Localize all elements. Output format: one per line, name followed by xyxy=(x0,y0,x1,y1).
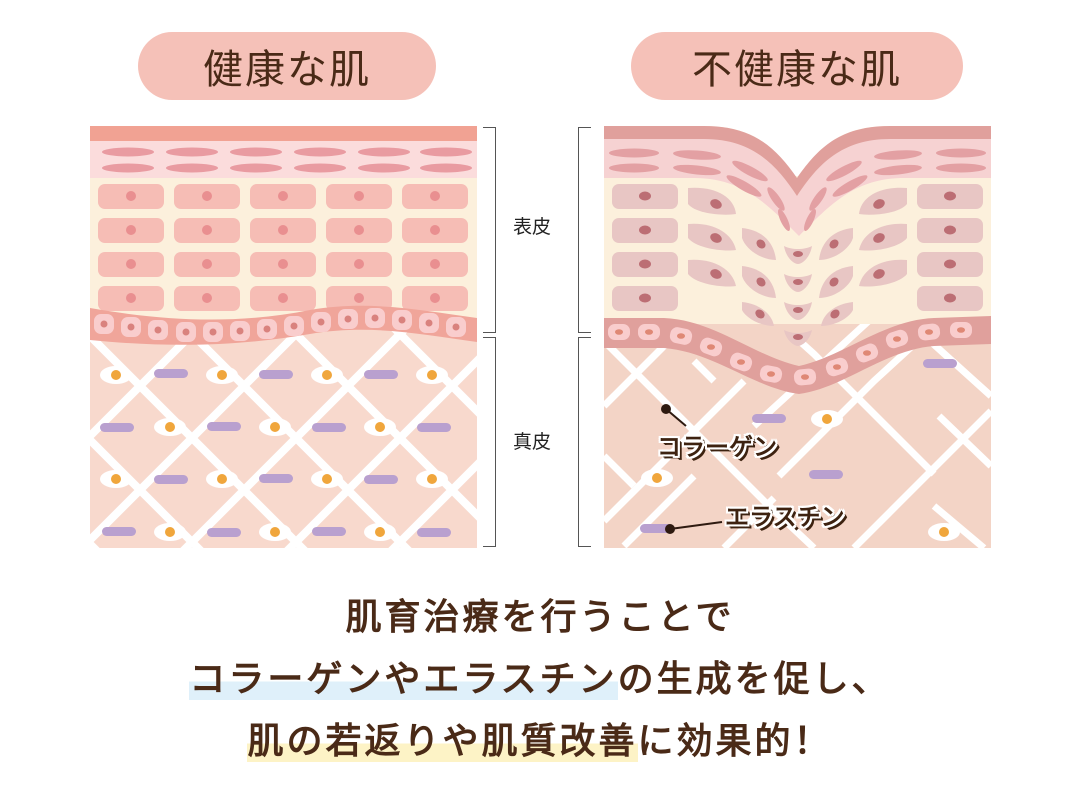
collagen-elastin-highlight: コラーゲンやエラスチン xyxy=(189,659,618,700)
collagen-callout: コラーゲン xyxy=(657,433,777,461)
elastin-callout: エラスチン xyxy=(725,503,845,531)
dermis-bracket-left xyxy=(483,337,496,547)
healthy-skin-title: 健康な肌 xyxy=(138,32,436,100)
unhealthy-skin-title: 不健康な肌 xyxy=(631,32,963,100)
epidermis-bracket-left xyxy=(483,127,496,333)
dermis-label: 真皮 xyxy=(513,431,552,453)
message-line-3-rest: に効果的！ xyxy=(637,721,833,762)
healthy-skin-illustration xyxy=(90,126,477,548)
message-line-2-rest: の生成を促し、 xyxy=(617,659,891,700)
message-line-1: 肌育治療を行うことで xyxy=(0,588,1080,640)
epidermis-label: 表皮 xyxy=(513,216,552,238)
rejuvenation-highlight: 肌の若返りや肌質改善 xyxy=(247,721,638,762)
message-line-2: コラーゲンやエラスチンの生成を促し、 xyxy=(0,650,1080,702)
epidermis-bracket-right xyxy=(578,127,591,333)
message-line-1-text: 肌育治療を行うことで xyxy=(345,597,735,638)
unhealthy-skin-illustration xyxy=(604,126,991,548)
dermis-bracket-right xyxy=(578,337,591,547)
unhealthy-skin-title-text: 不健康な肌 xyxy=(692,47,902,93)
healthy-skin-title-text: 健康な肌 xyxy=(203,47,371,93)
message-line-3: 肌の若返りや肌質改善に効果的！ xyxy=(0,712,1080,764)
